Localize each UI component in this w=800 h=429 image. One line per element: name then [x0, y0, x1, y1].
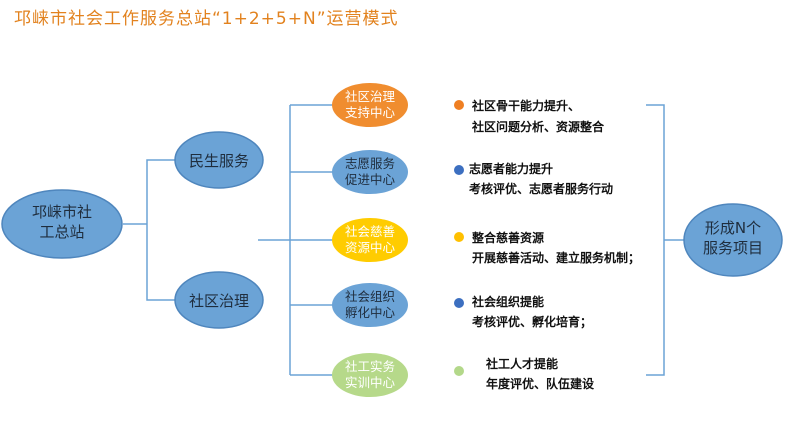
- description-line1: 志愿者能力提升: [469, 161, 553, 176]
- branch-label: 社区治理: [189, 292, 249, 310]
- center-label-line1: 志愿服务: [345, 156, 395, 171]
- root-label-line1: 邛崃市社: [32, 203, 92, 221]
- center-label-line1: 社区治理: [345, 89, 396, 104]
- center-label-line1: 社工实务: [345, 359, 395, 374]
- center-label-line2: 实训中心: [345, 375, 396, 390]
- description-line2: 考核评优、孵化培育；: [472, 314, 592, 329]
- bullet-dot-icon: [454, 165, 464, 175]
- result-label-line2: 服务项目: [703, 239, 763, 257]
- description-line2: 考核评优、志愿者服务行动: [469, 181, 613, 196]
- root-label-line2: 工总站: [39, 223, 84, 241]
- center-node-incubation: 社会组织 孵化中心: [332, 283, 408, 327]
- description-line1: 社区骨干能力提升、: [471, 98, 580, 113]
- center-node-training: 社工实务 实训中心: [332, 353, 408, 397]
- description-4: 社会组织提能 考核评优、孵化培育；: [454, 294, 592, 329]
- description-line2: 年度评优、队伍建设: [486, 376, 595, 391]
- root-connector: [123, 159, 175, 301]
- branch-label: 民生服务: [189, 152, 249, 170]
- center-connector: [258, 104, 333, 376]
- result-node: 形成N个 服务项目: [683, 203, 783, 277]
- bullet-dot-icon: [454, 232, 464, 242]
- result-bracket: [646, 104, 686, 376]
- description-1: 社区骨干能力提升、 社区问题分析、资源整合: [454, 98, 605, 134]
- center-label-line2: 孵化中心: [345, 305, 396, 320]
- description-line1: 社工人才提能: [485, 356, 558, 371]
- center-label-line2: 促进中心: [345, 172, 396, 187]
- center-label-line1: 社会慈善: [345, 224, 395, 239]
- description-line1: 社会组织提能: [471, 294, 544, 309]
- center-node-community-support: 社区治理 支持中心: [332, 83, 408, 127]
- center-node-volunteer: 志愿服务 促进中心: [332, 150, 408, 194]
- center-label-line2: 支持中心: [345, 105, 396, 120]
- root-node: 邛崃市社 工总站: [1, 189, 123, 259]
- description-line2: 社区问题分析、资源整合: [471, 119, 605, 134]
- diagram-title: 邛崃市社会工作服务总站“1+2+5+N”运营模式: [14, 9, 399, 29]
- description-line1: 整合慈善资源: [471, 230, 544, 245]
- branch-node-livelihood: 民生服务: [174, 131, 264, 189]
- description-3: 整合慈善资源 开展慈善活动、建立服务机制；: [454, 230, 640, 265]
- branch-node-community-governance: 社区治理: [174, 271, 264, 329]
- description-2: 志愿者能力提升 考核评优、志愿者服务行动: [454, 161, 613, 196]
- center-label-line2: 资源中心: [345, 240, 396, 255]
- bullet-dot-icon: [454, 100, 464, 110]
- description-line2: 开展慈善活动、建立服务机制；: [472, 250, 640, 265]
- bullet-dot-icon: [454, 366, 464, 376]
- result-label-line1: 形成N个: [705, 219, 761, 237]
- center-label-line1: 社会组织: [345, 289, 395, 304]
- center-node-charity: 社会慈善 资源中心: [332, 218, 408, 262]
- bullet-dot-icon: [454, 298, 464, 308]
- description-5: 社工人才提能 年度评优、队伍建设: [454, 356, 595, 391]
